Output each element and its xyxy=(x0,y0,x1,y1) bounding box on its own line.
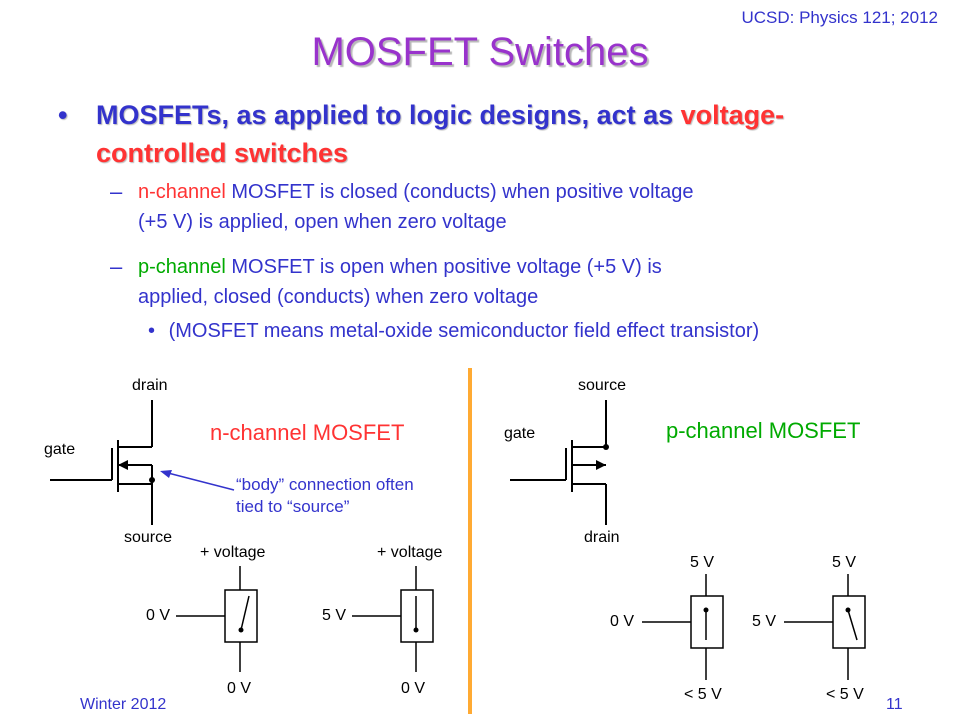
nmos-right-bottom-label: 0 V xyxy=(401,680,426,697)
pmos-left-bottom-label: < 5 V xyxy=(684,686,722,703)
pmos-body-dot xyxy=(603,444,609,450)
course-header: UCSD: Physics 121; 2012 xyxy=(741,8,938,27)
subbullet-2-line2: applied, closed (conducts) when zero vol… xyxy=(138,286,539,308)
nmos-arrow xyxy=(118,460,128,470)
subbullet-pchannel: – p-channel MOSFET is open when positive… xyxy=(110,252,662,312)
nmos-gate-label: gate xyxy=(44,441,76,458)
slide-title: MOSFET Switches xyxy=(311,30,649,74)
pmos-switch-left xyxy=(642,574,724,680)
dash-marker: – xyxy=(110,179,123,204)
nmos-symbol xyxy=(50,400,153,525)
nmos-right-input-label: 5 V xyxy=(322,607,347,624)
bullet-line1-highlight: voltage- xyxy=(680,100,785,130)
nmos-left-top-label: + voltage xyxy=(200,544,266,561)
page-number: 11 xyxy=(886,696,903,713)
nmos-switch-right xyxy=(352,566,434,672)
pmos-left-top-label: 5 V xyxy=(690,554,715,571)
nchannel-term: n-channel xyxy=(138,181,226,203)
nmos-source-label: source xyxy=(124,529,173,546)
pmos-right-input-label: 5 V xyxy=(752,613,777,630)
body-note-line1: “body” connection often xyxy=(236,475,414,494)
main-bullet: • MOSFETs, as applied to logic designs, … xyxy=(58,96,784,172)
pmos-drain-label: drain xyxy=(584,529,620,546)
pmos-gate-label: gate xyxy=(504,425,536,442)
bullet-line2: controlled switches xyxy=(96,138,349,168)
bullet-line1-text: MOSFETs, as applied to logic designs, ac… xyxy=(96,100,681,130)
note-text: (MOSFET means metal-oxide semiconductor … xyxy=(168,320,760,342)
dash-marker: – xyxy=(110,254,123,279)
nmos-body-dot xyxy=(149,477,155,483)
footer-term: Winter 2012 xyxy=(80,696,167,713)
nmos-left-input-label: 0 V xyxy=(146,607,171,624)
nmos-left-bottom-label: 0 V xyxy=(227,680,252,697)
pmos-source-label: source xyxy=(578,377,627,394)
body-connection-note: “body” connection often tied to “source” xyxy=(236,474,414,518)
subbullet-1-line1: MOSFET is closed (conducts) when positiv… xyxy=(225,181,694,203)
subbullet-1-line2: (+5 V) is applied, open when zero voltag… xyxy=(138,211,507,233)
pmos-switch-right xyxy=(784,574,866,680)
pchannel-label: p-channel MOSFET xyxy=(666,418,861,443)
pmos-right-bottom-label: < 5 V xyxy=(826,686,864,703)
subbullet-2-line1: MOSFET is open when positive voltage (+5… xyxy=(225,256,662,278)
mosfet-definition-note: • (MOSFET means metal-oxide semiconducto… xyxy=(148,320,759,343)
nmos-right-top-label: + voltage xyxy=(377,544,443,561)
pmos-left-input-label: 0 V xyxy=(610,613,635,630)
nchannel-label: n-channel MOSFET xyxy=(210,420,405,445)
nmos-switch-left xyxy=(176,566,258,672)
bullet-marker: • xyxy=(58,100,68,130)
body-note-line2: tied to “source” xyxy=(236,497,350,516)
body-pointer-line xyxy=(167,472,235,491)
pchannel-term: p-channel xyxy=(138,256,226,278)
subbullet-nchannel: – n-channel MOSFET is closed (conducts) … xyxy=(110,177,693,237)
nmos-drain-label: drain xyxy=(132,377,168,394)
bullet-line1: MOSFETs, as applied to logic designs, ac… xyxy=(96,100,784,130)
pmos-arrow xyxy=(596,460,606,470)
pmos-right-top-label: 5 V xyxy=(832,554,857,571)
body-pointer-head xyxy=(160,470,172,478)
pmos-symbol xyxy=(510,400,607,525)
note-marker: • xyxy=(148,320,156,342)
